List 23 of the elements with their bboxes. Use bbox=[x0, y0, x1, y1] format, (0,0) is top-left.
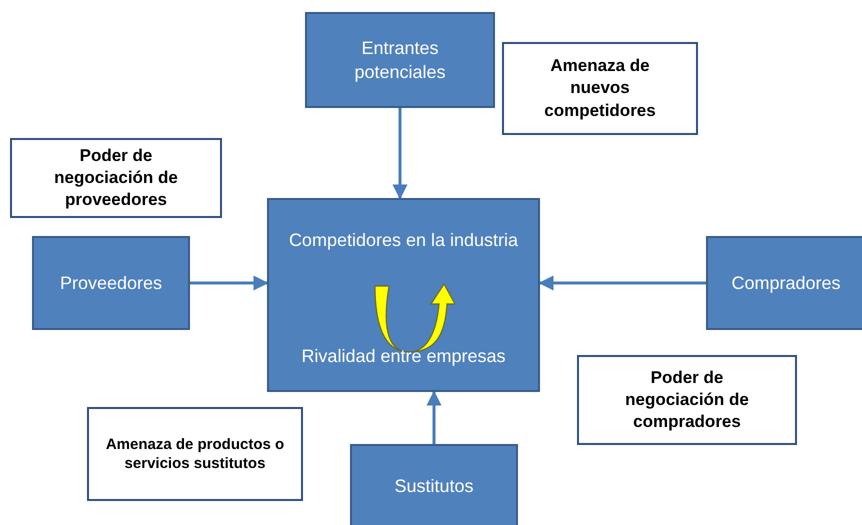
note-box bbox=[502, 42, 698, 135]
note-box bbox=[87, 407, 303, 501]
node-label: Compradores bbox=[731, 272, 841, 295]
arrow bbox=[426, 390, 442, 444]
arrow bbox=[190, 276, 268, 290]
note-box bbox=[577, 355, 797, 445]
node-label: Amenaza de productos o servicios sustitutos bbox=[105, 434, 285, 474]
node-label: Poder de negociación de compradores bbox=[624, 366, 750, 434]
node-label: Proveedores bbox=[60, 272, 162, 295]
process-box bbox=[32, 236, 190, 330]
process-box bbox=[267, 198, 540, 392]
note-box bbox=[10, 138, 222, 218]
process-box bbox=[706, 236, 862, 330]
arrow bbox=[392, 108, 408, 200]
node-label: Competidores en la industria bbox=[288, 229, 518, 252]
node-label: Entrantes potenciales bbox=[353, 36, 447, 84]
node-label: Rivalidad entre empresas bbox=[301, 344, 506, 368]
arrow bbox=[538, 276, 706, 290]
process-box bbox=[305, 12, 495, 108]
node-label: Sustitutos bbox=[394, 475, 474, 498]
node-label: Amenaza de nuevos competidores bbox=[543, 55, 657, 122]
process-box bbox=[350, 444, 518, 525]
node-label: Poder de negociación de proveedores bbox=[53, 144, 179, 212]
